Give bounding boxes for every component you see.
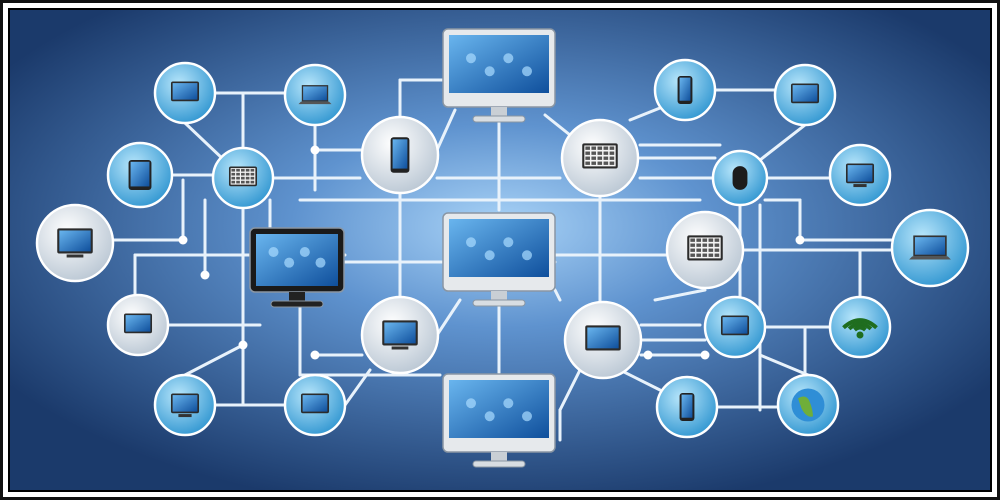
monitor-icon [382,320,418,350]
mouse-icon [732,166,748,190]
desktop-monitor-icon[interactable] [442,212,556,307]
wifi-icon [842,318,878,339]
tablet-icon [128,160,152,190]
connector-line [628,106,662,122]
printer-icon [720,315,750,336]
device-node[interactable] [360,115,440,195]
presentation-icon [845,163,875,188]
device-nodes [35,58,970,439]
monitor-icon [57,228,93,258]
connector-line [558,368,582,412]
junction-dot [700,350,710,360]
device-node[interactable] [655,375,719,439]
device-node[interactable] [283,373,347,437]
smartphone-icon [677,75,693,105]
photo-frame-icon [790,83,820,104]
junction-dot [178,235,188,245]
desktop-monitor-icon[interactable] [442,28,556,123]
connector-line [435,298,462,337]
keyboard-icon [687,235,723,261]
monitor-icon [170,393,200,418]
device-node[interactable] [653,58,717,122]
device-node[interactable] [773,63,837,127]
laptop-icon [909,235,951,260]
device-node[interactable] [711,149,769,207]
device-node[interactable] [563,300,643,380]
device-node[interactable] [106,293,170,357]
device-node[interactable] [153,373,217,437]
connector-line [553,288,562,302]
device-hub-icon [585,325,621,351]
junction-dot [643,350,653,360]
device-node[interactable] [283,63,347,127]
connector-line [653,288,707,302]
device-node[interactable] [665,210,745,290]
device-node[interactable] [703,295,767,359]
projector-icon [300,393,330,414]
connector-line [183,343,245,377]
device-node[interactable] [560,118,640,198]
widescreen-monitor-icon[interactable] [249,227,345,308]
smartphone-icon [390,137,410,173]
connector-line [543,113,572,137]
connector-line [758,353,810,377]
laptop-icon [298,85,332,105]
server-icon [123,313,153,334]
device-node[interactable] [776,373,840,437]
device-node[interactable] [211,146,275,210]
device-node[interactable] [35,203,115,283]
monitors [249,28,556,468]
junction-dot [310,350,320,360]
device-node[interactable] [890,208,970,288]
junction-dot [200,270,210,280]
junction-dot [795,235,805,245]
device-node[interactable] [106,141,174,209]
device-node[interactable] [360,295,440,375]
globe-icon [791,388,825,422]
device-node[interactable] [153,61,217,125]
desktop-monitor-icon[interactable] [442,373,556,468]
device-node[interactable] [828,295,892,359]
connector-line [618,368,662,392]
spreadsheet-icon [582,143,618,169]
connector-line [758,123,807,162]
junction-dot [310,145,320,155]
keypad-icon [228,166,258,187]
connector-line [435,108,457,152]
junction-dot [238,340,248,350]
smartphone-icon [679,392,695,422]
device-node[interactable] [828,143,892,207]
tablets-icon [170,81,200,102]
